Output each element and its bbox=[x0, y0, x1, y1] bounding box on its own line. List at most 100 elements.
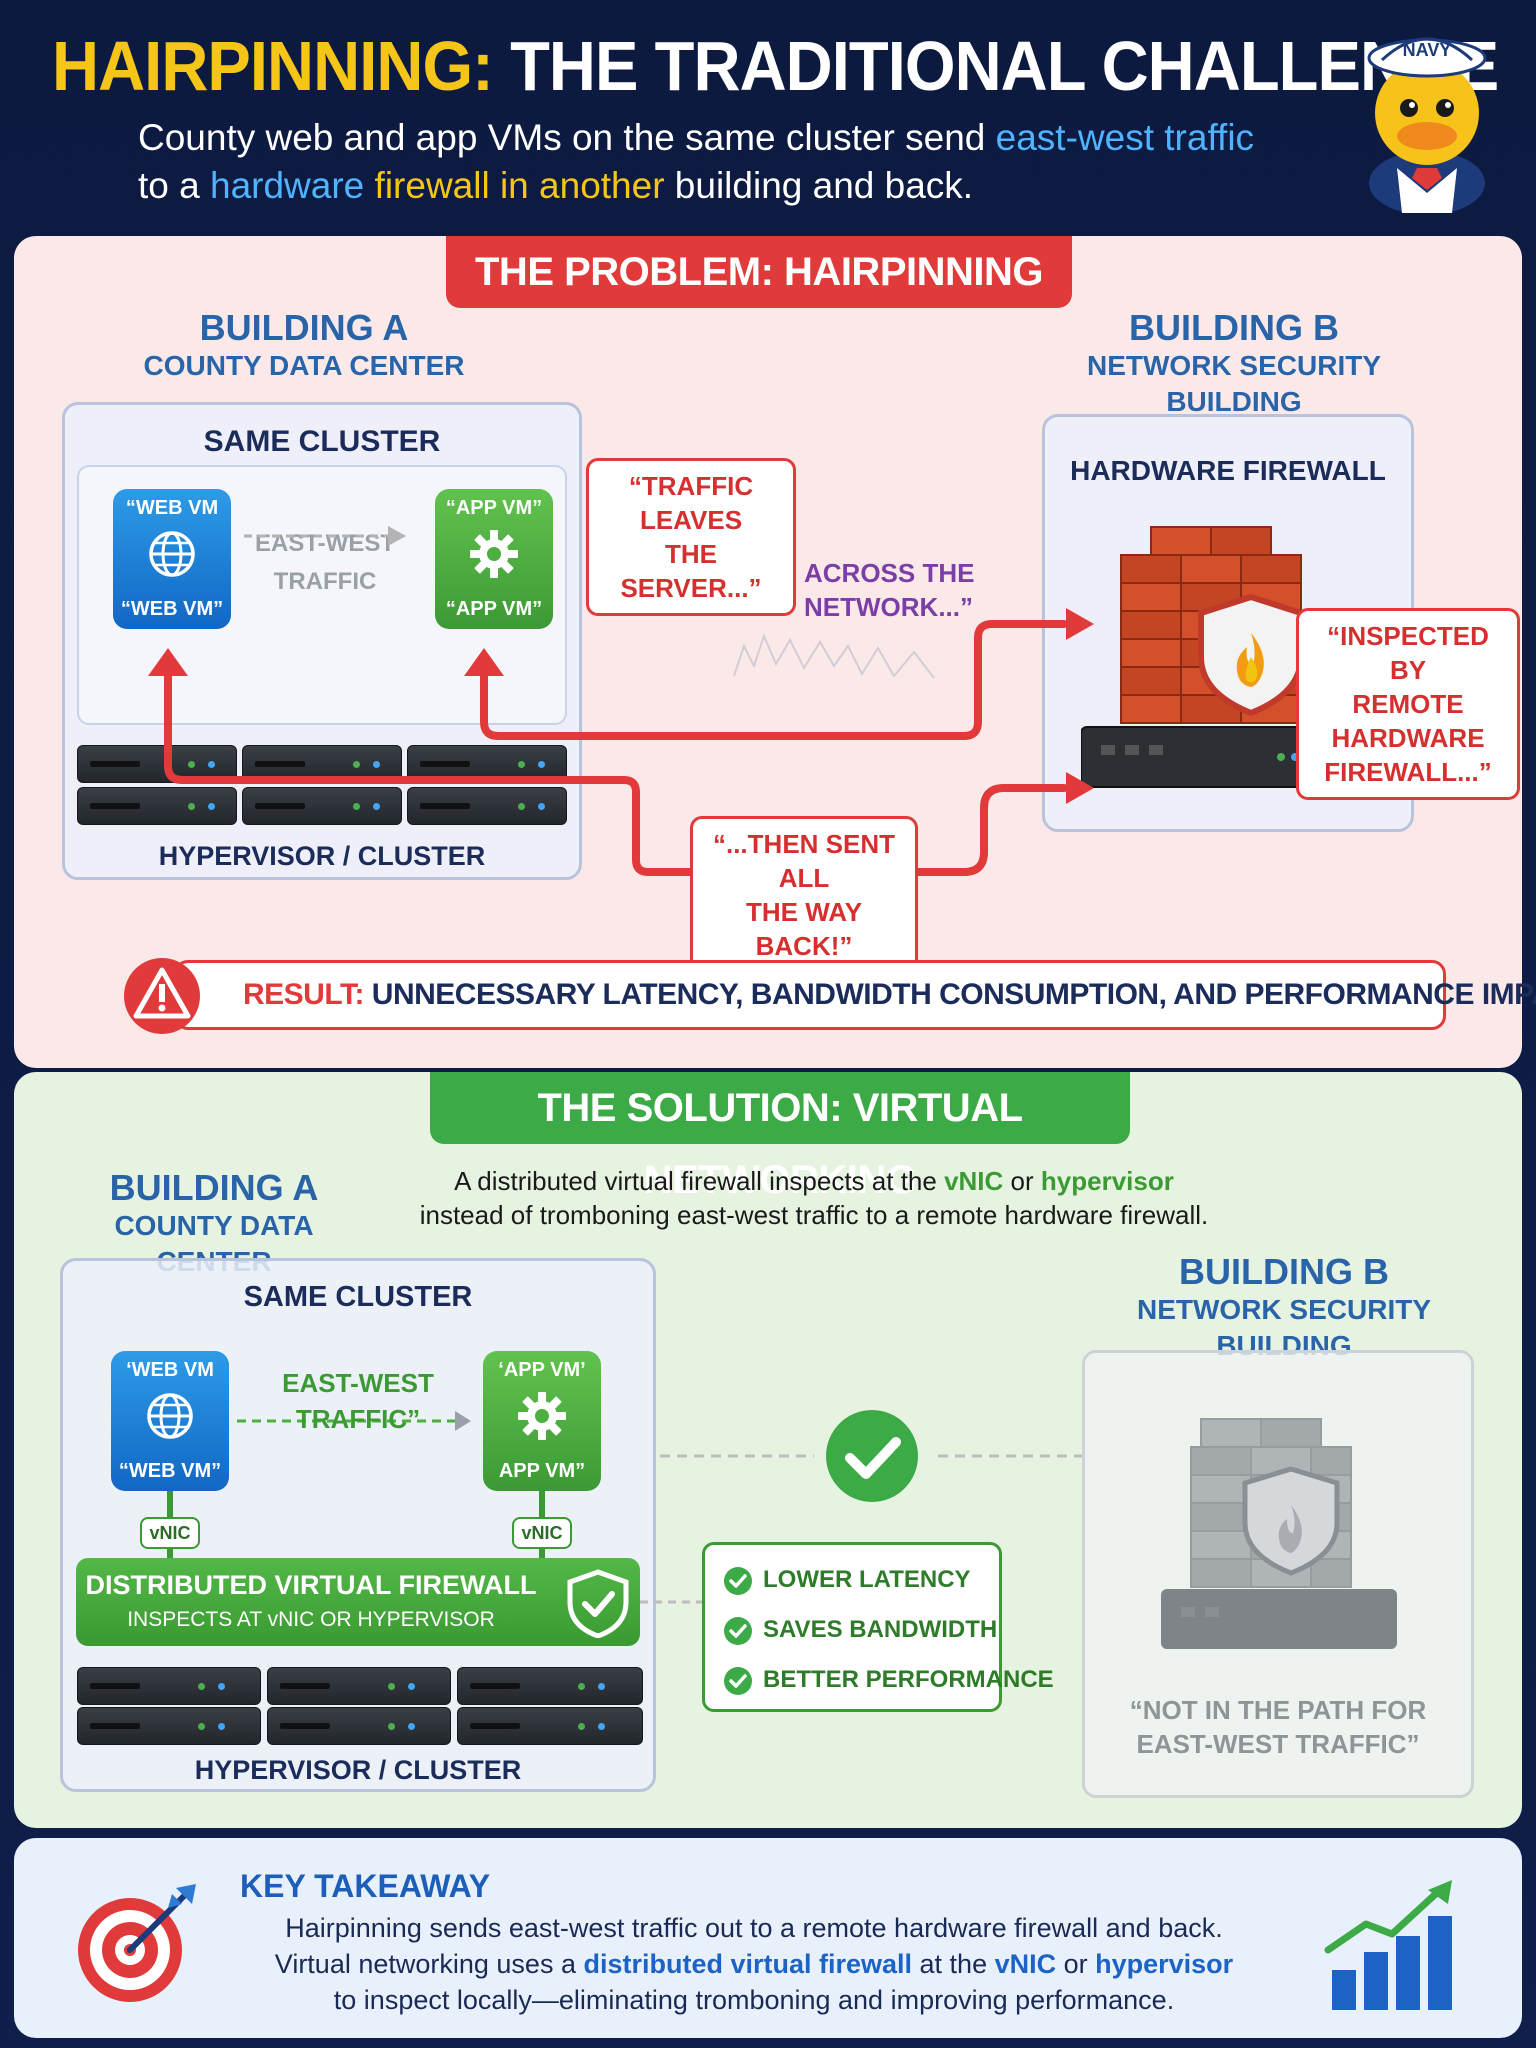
check-circle-icon bbox=[724, 1566, 752, 1595]
takeaway-hyp: hypervisor bbox=[1095, 1949, 1234, 1979]
app-vm[interactable]: “APP VM” “APP VM” bbox=[435, 489, 553, 629]
solution-connector-lines bbox=[640, 1454, 1082, 1604]
benefit-label: BETTER PERFORMANCE bbox=[763, 1666, 1054, 1693]
subtitle-hardware: hardware bbox=[210, 165, 365, 206]
server-unit bbox=[77, 1707, 261, 1745]
not-in-path-label: “NOT IN THE PATH FOR EAST-WEST TRAFFIC” bbox=[1085, 1693, 1471, 1761]
subtitle-eastwest: east-west traffic bbox=[995, 117, 1255, 158]
header: HAIRPINNING: THE TRADITIONAL CHALLENGE C… bbox=[0, 0, 1536, 230]
takeaway-vnic: vNIC bbox=[994, 1949, 1057, 1979]
sol-eastwest-l1: EAST-WEST bbox=[282, 1368, 434, 1398]
not-in-path-l1: “NOT IN THE PATH FOR bbox=[1129, 1695, 1427, 1725]
solution-description: A distributed virtual firewall inspects … bbox=[344, 1164, 1284, 1232]
app-vm-bottom-label: “APP VM” bbox=[445, 598, 543, 620]
server-unit bbox=[77, 787, 237, 825]
web-vm-bottom-label: “WEB VM” bbox=[120, 598, 224, 620]
vnic-app[interactable]: vNIC bbox=[512, 1517, 572, 1549]
sol-hypervisor-label: HYPERVISOR / CLUSTER bbox=[194, 1755, 522, 1785]
building-a-sub: COUNTY DATA CENTER bbox=[143, 350, 465, 381]
result-bar: RESULT: UNNECESSARY LATENCY, BANDWIDTH C… bbox=[174, 960, 1536, 1030]
dvf-sub: INSPECTS AT vNIC OR HYPERVISOR bbox=[127, 1608, 495, 1631]
desc-line2: instead of tromboning east-west traffic … bbox=[419, 1200, 1209, 1230]
problem-building-a-title: BUILDING A COUNTY DATA CENTER bbox=[134, 308, 474, 384]
subtitle-part1: County web and app VMs on the same clust… bbox=[138, 117, 996, 158]
web-vm-top-label: “WEB VM bbox=[125, 497, 219, 519]
benefit-item: SAVES BANDWIDTH bbox=[723, 1613, 997, 1647]
sol-web-vm-bottom: “WEB VM” bbox=[118, 1460, 222, 1482]
arrow-up-web bbox=[148, 648, 188, 676]
eastwest-line2: TRAFFIC bbox=[273, 568, 377, 595]
callout-inspected-l1: “INSPECTED BY bbox=[1327, 621, 1489, 685]
sol-app-vm[interactable]: ‘APP VM’ APP VM” bbox=[483, 1351, 601, 1491]
problem-building-b-title: BUILDING B NETWORK SECURITY BUILDING bbox=[1024, 308, 1444, 420]
sol-web-vm[interactable]: ‘WEB VM “WEB VM” bbox=[111, 1351, 229, 1491]
subtitle-end: building and back. bbox=[664, 165, 974, 206]
callout-traffic-leaves: “TRAFFIC LEAVES THE SERVER...” bbox=[586, 458, 796, 616]
not-in-path-l2: EAST-WEST TRAFFIC” bbox=[1136, 1729, 1420, 1759]
result-text: UNNECESSARY LATENCY, BANDWIDTH CONSUMPTI… bbox=[363, 978, 1536, 1011]
solution-banner: THE SOLUTION: VIRTUAL NETWORKING bbox=[430, 1072, 1130, 1202]
server-unit bbox=[267, 1707, 451, 1745]
globe-icon bbox=[147, 1393, 193, 1439]
brick-firewall-icon bbox=[1081, 526, 1322, 788]
dvf-title: DISTRIBUTED VIRTUAL FIREWALL bbox=[85, 1570, 537, 1600]
callout-inspected-l3: FIREWALL...” bbox=[1324, 757, 1492, 787]
vnic-web[interactable]: vNIC bbox=[140, 1517, 200, 1549]
server-unit bbox=[457, 1707, 643, 1745]
callout-back-l2: THE WAY BACK!” bbox=[745, 897, 863, 961]
benefit-item: LOWER LATENCY bbox=[723, 1563, 971, 1597]
same-cluster-label: SAME CLUSTER bbox=[203, 425, 441, 458]
problem-panel: THE PROBLEM: HAIRPINNING BUILDING A COUN… bbox=[14, 236, 1536, 1068]
sol-building-b-name: BUILDING B bbox=[1179, 1251, 1389, 1292]
faded-firewall-box: “NOT IN THE PATH FOR EAST-WEST TRAFFIC” bbox=[1082, 1350, 1474, 1798]
callout-inspected: “INSPECTED BY REMOTE HARDWARE FIREWALL..… bbox=[1296, 608, 1520, 800]
benefit-item: BETTER PERFORMANCE bbox=[723, 1663, 1054, 1697]
takeaway-title: KEY TAKEAWAY bbox=[240, 1868, 491, 1904]
title-rest: THE TRADITIONAL CHALLENGE bbox=[492, 27, 1499, 105]
sol-eastwest-l2: TRAFFIC” bbox=[295, 1404, 421, 1434]
solution-building-a-title: BUILDING A COUNTY DATA CENTER bbox=[64, 1168, 364, 1280]
across-l2: NETWORK...” bbox=[804, 592, 973, 622]
gear-icon bbox=[518, 1392, 566, 1440]
big-check-icon bbox=[826, 1410, 918, 1502]
server-unit bbox=[457, 1667, 643, 1705]
takeaway-line1: Hairpinning sends east-west traffic out … bbox=[285, 1913, 1223, 1943]
across-network-label: ACROSS THE NETWORK...” bbox=[804, 556, 1004, 624]
growth-chart-icon bbox=[1324, 1880, 1452, 2010]
subtitle-to: to a bbox=[138, 165, 210, 206]
distributed-virtual-firewall[interactable]: DISTRIBUTED VIRTUAL FIREWALL INSPECTS AT… bbox=[76, 1558, 640, 1646]
solution-cluster-box: SAME CLUSTER ‘WEB VM “WEB VM” ‘APP VM’ bbox=[60, 1258, 656, 1792]
server-unit bbox=[407, 787, 567, 825]
page-title: HAIRPINNING: THE TRADITIONAL CHALLENGE bbox=[52, 26, 1499, 106]
web-vm[interactable]: “WEB VM “WEB VM” bbox=[113, 489, 231, 629]
inactive-firewall-icon bbox=[1161, 1418, 1397, 1649]
server-unit bbox=[77, 1667, 261, 1705]
check-circle-icon bbox=[724, 1666, 752, 1695]
building-b-sub: NETWORK SECURITY BUILDING bbox=[1087, 350, 1381, 417]
building-a-name: BUILDING A bbox=[199, 307, 409, 348]
takeaway-or: or bbox=[1056, 1949, 1096, 1979]
callout-leaves-l2: THE SERVER...” bbox=[620, 539, 762, 603]
check-circle-icon bbox=[724, 1616, 752, 1645]
across-l1: ACROSS THE bbox=[804, 558, 975, 588]
navy-duck-mascot-icon: NAVY bbox=[1367, 37, 1487, 213]
mascot-hat-text: NAVY bbox=[1403, 40, 1452, 60]
sol-server-rack bbox=[77, 1667, 643, 1747]
gear-icon bbox=[470, 530, 518, 578]
arrow-up-app bbox=[464, 648, 504, 676]
takeaway-l2p1: Virtual networking uses a bbox=[274, 1949, 584, 1979]
takeaway-at: at the bbox=[912, 1949, 995, 1979]
desc-part1: A distributed virtual firewall inspects … bbox=[454, 1166, 945, 1196]
globe-icon bbox=[149, 531, 195, 577]
key-takeaway-panel: KEY TAKEAWAY Hairpinning sends east-west… bbox=[14, 1838, 1522, 2038]
sol-app-vm-bottom: APP VM” bbox=[498, 1460, 586, 1482]
sol-building-a-name: BUILDING A bbox=[109, 1167, 319, 1208]
takeaway-dvf: distributed virtual firewall bbox=[583, 1949, 913, 1979]
sol-eastwest-label: EAST-WEST TRAFFIC” bbox=[253, 1365, 463, 1437]
benefit-label: LOWER LATENCY bbox=[763, 1566, 971, 1593]
server-unit bbox=[267, 1667, 451, 1705]
hardware-firewall-label: HARDWARE FIREWALL bbox=[1070, 455, 1386, 486]
callout-sent-back: “...THEN SENT ALL THE WAY BACK!” bbox=[690, 816, 918, 974]
arrow-back-firewall bbox=[1066, 772, 1094, 804]
sol-web-vm-top: ‘WEB VM bbox=[126, 1359, 214, 1381]
